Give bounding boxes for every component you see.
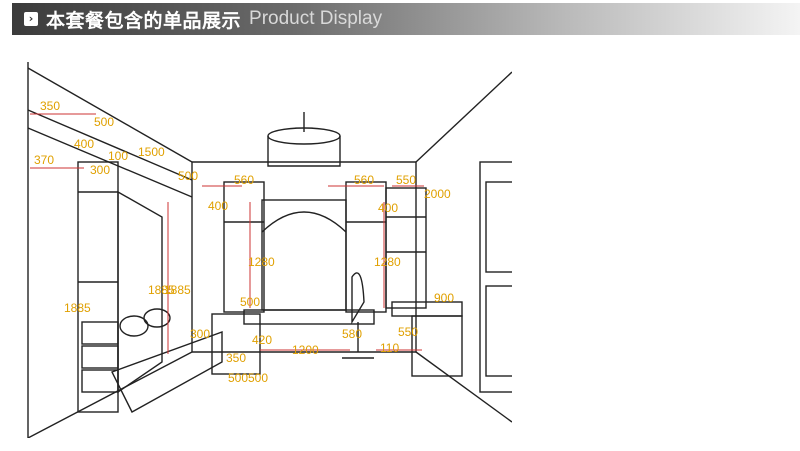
dimension-label: 500 (240, 295, 260, 309)
dimension-label: 300 (190, 327, 210, 341)
dimension-label: 400 (74, 137, 94, 151)
dimension-label: 550 (396, 173, 416, 187)
dimension-label: 500 (228, 371, 248, 385)
dimension-label: 550 (398, 325, 418, 339)
dimension-label: 1500 (138, 145, 165, 159)
dimension-label: 1885 (164, 283, 191, 297)
dimension-label: 110 (380, 341, 399, 355)
dimension-label: 300 (90, 163, 110, 177)
dimension-label: 1200 (292, 343, 319, 357)
dimension-label: 2000 (424, 187, 451, 201)
dimension-label: 900 (434, 291, 454, 305)
dimension-label: 350 (40, 99, 60, 113)
dimension-label: 500 (94, 115, 114, 129)
dimension-label: 560 (354, 173, 374, 187)
section-title: 本套餐包含的单品展示 (46, 9, 242, 32)
dimension-label: 500 (178, 169, 198, 183)
dimension-label: 1280 (248, 255, 275, 269)
dimension-label: 560 (234, 173, 254, 187)
dimension-label: 100 (108, 149, 128, 163)
dimension-label: 350 (226, 351, 246, 365)
section-subtitle: Product Display (249, 8, 383, 29)
dimension-label: 1885 (64, 301, 91, 315)
dimension-label: 580 (342, 327, 362, 341)
dimension-label: 400 (378, 201, 398, 215)
section-header: › 本套餐包含的单品展示 Product Display (12, 3, 800, 35)
dimension-label: 500 (248, 371, 268, 385)
dimension-label: 370 (34, 153, 54, 167)
chevron-right-icon: › (24, 12, 38, 26)
dimension-label: 1885 (148, 283, 175, 297)
room-drawing: 350 500 400 1500 370 300 100 500 560 560… (27, 62, 512, 438)
dimension-label: 1280 (374, 255, 401, 269)
dimension-label: 420 (252, 333, 272, 347)
dimension-label: 400 (208, 199, 228, 213)
